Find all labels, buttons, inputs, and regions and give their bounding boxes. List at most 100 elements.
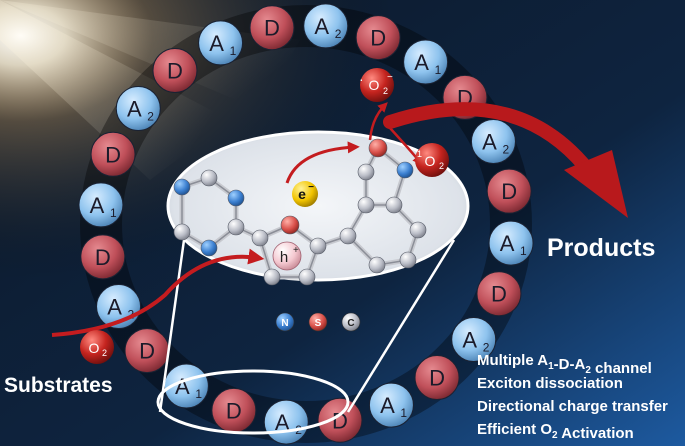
singlet-oxygen-particle: 1 O 2 [415,143,449,177]
superoxide-particle: · O 2 − [359,68,394,102]
bead-label: D [491,282,507,307]
carbon-atom [309,237,327,255]
carbon-atom [357,163,375,181]
bead-label: A [380,393,395,418]
electron-arrow [285,141,360,184]
legend-atom-c: C [341,312,361,332]
feature-item: Exciton dissociation [477,375,623,392]
bead-label: A [175,374,190,399]
bead-subscript: 2 [335,27,342,41]
donor-bead: D [476,271,522,317]
singlet-superscript: 1 [417,149,422,159]
donor-bead: D [249,5,295,51]
bead-label: D [429,366,445,391]
feature-item: Directional charge transfer [477,398,668,415]
superoxide-charge: − [387,72,393,83]
bead-label: A [90,193,105,218]
light-beam [0,0,230,180]
carbon-atom [200,169,218,187]
products-label: Products [547,234,655,262]
donor-bead: D [211,387,257,433]
electron-particle: e − [292,181,318,207]
legend-atom-label: N [281,318,288,329]
legend-atom-n: N [275,312,295,332]
sulfur-atom [368,138,388,158]
superoxide-arrow [368,102,388,141]
products-arrow-body [383,102,599,182]
carbon-atom [409,221,427,239]
electron-label: e [298,186,306,202]
nitrogen-atom [227,189,245,207]
bead-label: D [332,408,348,433]
molecule-structure: h+ [173,138,427,286]
substrate-o: O [89,340,100,356]
donor-bead: D [90,131,136,177]
bead-label: A [127,96,142,121]
carbon-atom [298,268,316,286]
carbon-atom [399,251,417,269]
molecule-ellipse [166,130,470,282]
projection-line-left [158,239,186,413]
nitrogen-atom [396,161,414,179]
carbon-atom [173,223,191,241]
superoxide-dot: · [359,71,364,87]
hole-particle: h+ [272,241,302,271]
bead-label: A [462,328,477,353]
bead-label: D [226,398,242,423]
bead-subscript: 1 [110,206,117,220]
legend-atom-s: S [308,312,328,332]
carbon-atom [357,196,375,214]
donor-bead: D [124,328,170,374]
bead-label: D [95,245,111,270]
nitrogen-atom [200,239,218,257]
donor-bead: D [317,397,363,443]
bead-label: A [414,50,429,75]
legend-atom-label: C [347,318,354,329]
projection-line-right [346,239,456,413]
carbon-atom [227,218,245,236]
donor-bead: D [80,234,126,280]
bead-label: D [370,26,386,51]
sulfur-atom [280,215,300,235]
bead-label: D [264,16,280,41]
bead-label: A [482,129,497,154]
bead-label: D [167,58,183,83]
bead-subscript: 1 [435,63,442,77]
bead-subscript: 1 [400,406,407,420]
legend-atom-label: S [315,318,322,329]
hole-arrow [51,248,265,337]
bead-label: A [209,31,224,56]
carbon-atom [339,227,357,245]
carbon-atom [385,196,403,214]
bead-subscript: 2 [483,341,490,355]
substrates-label: Substrates [4,374,113,397]
bead-label: A [107,295,122,320]
bead-label: A [275,410,290,435]
carbon-atom [251,229,269,247]
donor-bead: D [486,168,532,214]
bead-label: D [501,179,517,204]
singlet-o: O [425,153,436,169]
electron-charge: − [308,182,314,193]
hole-label: h [280,249,288,266]
selection-ellipse [156,369,350,435]
carbon-atom [368,256,386,274]
nitrogen-atom [173,178,191,196]
products-arrow-head [564,150,628,218]
bead-subscript: 2 [502,142,509,156]
bead-subscript: 1 [230,44,237,58]
